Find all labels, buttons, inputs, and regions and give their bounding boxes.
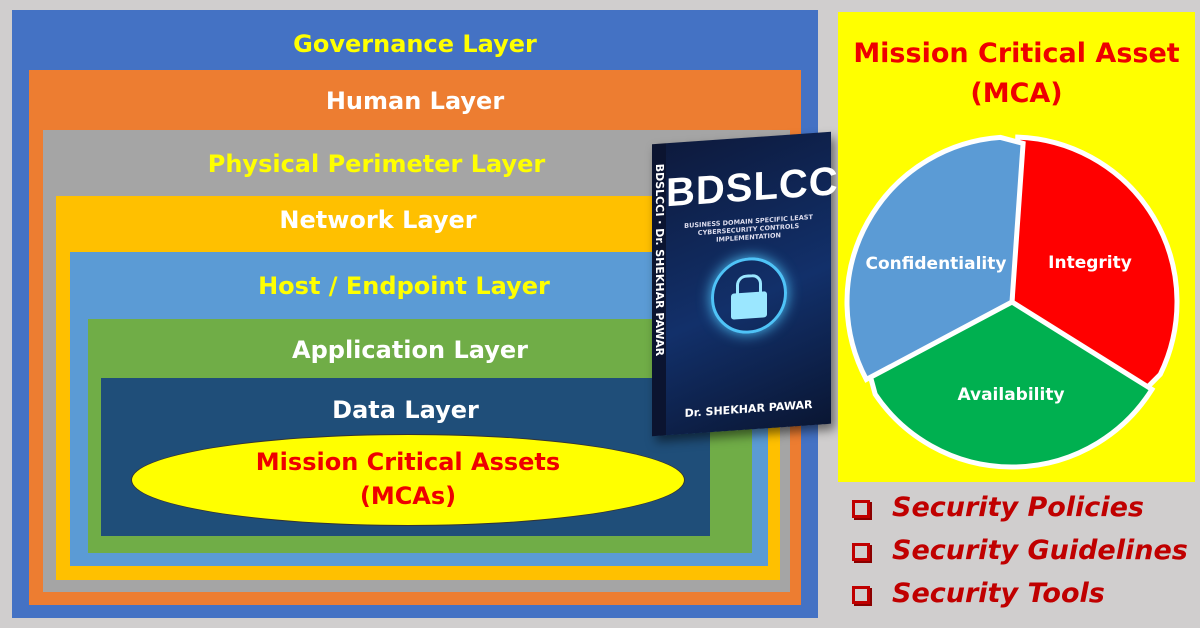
book-author: Dr. SHEKHAR PAWAR	[684, 398, 813, 420]
segment-label-availability: Availability	[957, 385, 1064, 405]
mca-title-line2: (MCA)	[970, 78, 1063, 109]
bullet-text: Security Tools	[892, 578, 1105, 609]
bullet-text: Security Guidelines	[892, 535, 1188, 566]
application-layer-label: Application Layer	[292, 336, 528, 364]
bullet-security-policies: Security Policies	[852, 492, 1144, 523]
cia-triad-cycle: Integrity Availability Confidentiality	[844, 134, 1180, 470]
book-title: BDSLCCI	[666, 158, 851, 216]
network-layer-label: Network Layer	[279, 206, 477, 234]
checkbox-icon	[852, 499, 870, 518]
book-cover: BDSLCCI · Dr. SHEKHAR PAWAR BDSLCCI BUSI…	[652, 131, 851, 437]
segment-confidentiality	[844, 134, 1026, 383]
segment-label-confidentiality: Confidentiality	[866, 254, 1007, 274]
human-layer-label: Human Layer	[325, 87, 505, 115]
segment-availability	[866, 299, 1156, 470]
book-subtitle: BUSINESS DOMAIN SPECIFIC LEAST CYBERSECU…	[684, 213, 813, 244]
bullet-text: Security Policies	[892, 492, 1144, 523]
mca-line2: (MCAs)	[359, 482, 457, 510]
physical-layer-label: Physical Perimeter Layer	[207, 150, 546, 178]
padlock-icon	[711, 254, 787, 337]
bullet-security-guidelines: Security Guidelines	[852, 535, 1188, 566]
mca-title: Mission Critical Asset (MCA)	[838, 34, 1195, 114]
checkbox-icon	[852, 542, 870, 561]
governance-layer-label: Governance Layer	[293, 30, 537, 58]
checkbox-icon	[852, 585, 870, 604]
mca-title-line1: Mission Critical Asset	[853, 38, 1180, 69]
bullet-security-tools: Security Tools	[852, 578, 1105, 609]
host-layer-label: Host / Endpoint Layer	[258, 272, 550, 300]
data-layer-label: Data Layer	[332, 396, 479, 424]
mca-line1: Mission Critical Assets	[255, 448, 561, 476]
book-spine: BDSLCCI · Dr. SHEKHAR PAWAR	[653, 163, 666, 357]
segment-label-integrity: Integrity	[1048, 253, 1132, 273]
mission-critical-assets-ellipse: Mission Critical Assets (MCAs)	[131, 434, 685, 526]
